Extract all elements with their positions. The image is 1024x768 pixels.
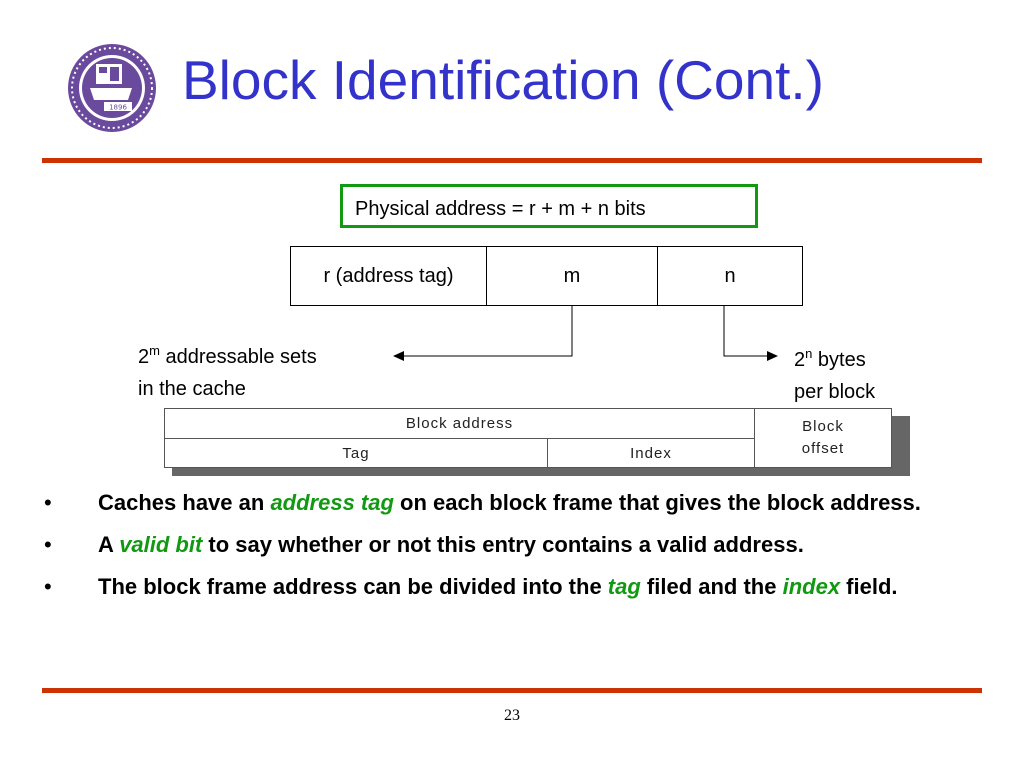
title-divider <box>42 158 982 163</box>
left-arrowhead-icon <box>393 351 404 361</box>
bullet-marker: • <box>44 574 52 599</box>
field-n: n <box>724 264 736 287</box>
highlight-tag: tag <box>607 574 641 599</box>
bullet-item: • Caches have an address tag on each blo… <box>44 490 921 515</box>
block-offset-cell: Block offset <box>801 418 845 457</box>
field-r-address-tag: r (address tag) <box>291 247 487 305</box>
logo-year-text: 1896 <box>109 104 127 112</box>
bytes-per-block-label: 2n bytes per block <box>794 346 876 403</box>
addressable-sets-label: 2m addressable sets in the cache <box>138 343 317 400</box>
bullet-item: • The block frame address can be divided… <box>44 574 898 599</box>
index-cell: Index <box>548 439 755 467</box>
bullet-list: • Caches have an address tag on each blo… <box>44 489 944 615</box>
highlight-index: index <box>782 574 841 599</box>
right-arrowhead-icon <box>767 351 778 361</box>
field-m: m <box>487 247 658 305</box>
m-to-sets-arrow <box>403 306 573 357</box>
n-to-bytes-arrow <box>723 306 768 357</box>
physical-address-box: Physical address = r + m + n bits <box>340 184 758 228</box>
slide-title: Block Identification (Cont.) <box>182 49 824 111</box>
highlight-valid-bit: valid bit <box>119 532 203 557</box>
bullet-marker: • <box>44 490 52 515</box>
bullet-item: • A valid bit to say whether or not this… <box>44 532 804 557</box>
tag-cell: Tag <box>165 439 548 467</box>
page-number: 23 <box>504 707 520 724</box>
block-address-cell: Block address <box>165 409 755 439</box>
block-address-diagram: Block address Tag Index Block offset <box>164 408 892 468</box>
bullet-marker: • <box>44 532 52 557</box>
address-fields: r (address tag) m n <box>290 246 803 306</box>
university-seal-logo: 1896 <box>68 44 156 132</box>
footer-divider <box>42 688 982 693</box>
highlight-address-tag: address tag <box>270 490 394 515</box>
